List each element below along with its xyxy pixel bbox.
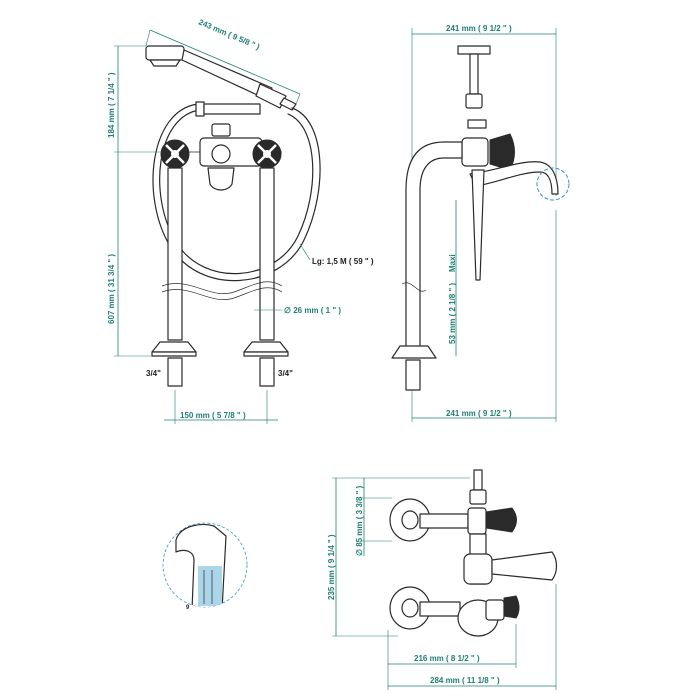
dim-column-height: 607 mm ( 31 3/4 " ): [107, 254, 116, 324]
label-connection-left: 3/4": [146, 369, 161, 378]
label-hose-length: Lg: 1,5 M ( 59 " ): [312, 257, 374, 266]
label-maxi: Maxi: [448, 254, 457, 272]
dim-side-top-width: 241 mm ( 9 1/2 " ): [446, 24, 512, 33]
dim-top-height: 184 mm ( 7 1/4 " ): [107, 72, 116, 138]
dim-base-spacing: 150 mm ( 5 7/8 " ): [180, 411, 246, 420]
dim-side-bottom-width: 241 mm ( 9 1/2 " ): [446, 409, 512, 418]
hand-shower: [145, 45, 297, 111]
label-connection-right: 3/4": [278, 369, 293, 378]
dim-total-height: 235 mm ( 9 1/4 " ): [327, 534, 336, 600]
spout-highlight-circle: [536, 167, 570, 201]
detail-label: 9: [186, 605, 190, 611]
dim-inner-width: 216 mm ( 8 1/2 " ): [414, 654, 480, 663]
dim-total-width: 284 mm ( 11 1/8 " ): [430, 676, 500, 685]
dim-handshower-length: 243 mm ( 9 5/8 " ): [197, 18, 261, 52]
left-column: [151, 167, 197, 387]
left-cross-handle: [160, 139, 190, 169]
side-view: 241 mm ( 9 1/2 " ) Maxi 53 mm ( 2 1/8 " …: [391, 24, 570, 422]
water-stream: [198, 566, 222, 606]
dim-flange-diameter: ∅ 85 mm ( 3 3/8 " ): [355, 485, 364, 556]
shower-hose: [152, 103, 321, 282]
dim-pipe-diameter: ∅ 26 mm ( 1 " ): [284, 306, 341, 315]
right-cross-handle: [252, 139, 282, 169]
detail-view: 9: [162, 522, 248, 611]
wall-view: ∅ 85 mm ( 3 3/8 " ) 235 mm ( 9 1/4 " ) 2…: [327, 469, 558, 690]
right-column: [243, 167, 289, 387]
dim-spout-height: 53 mm ( 2 1/8 " ): [448, 283, 457, 344]
front-view: 243 mm ( 9 5/8 " ) 184 mm ( 7 1/4 " ) 60…: [107, 18, 374, 424]
